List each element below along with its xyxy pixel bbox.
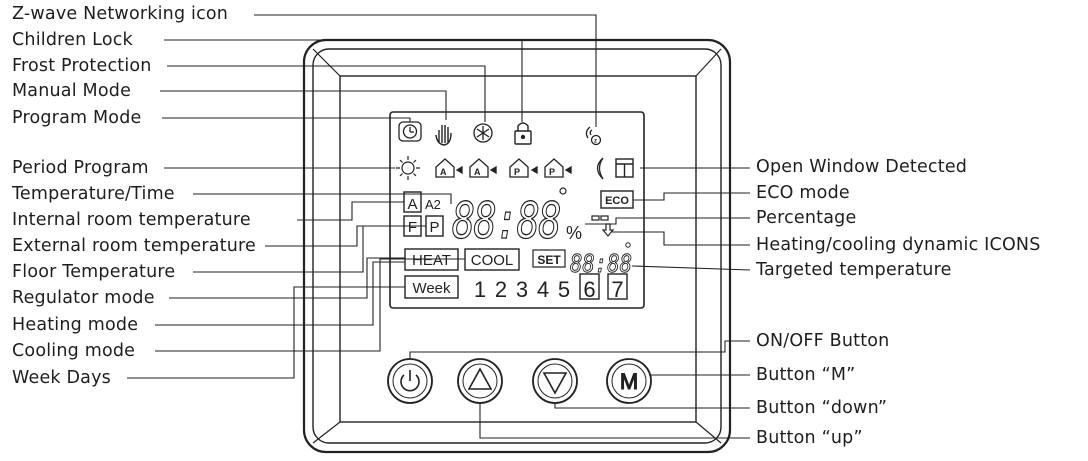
program-mode-icon (398, 121, 422, 142)
label-period-program: Period Program (12, 158, 149, 178)
day-5: 5 (558, 277, 570, 302)
house-letter-3: P (514, 167, 520, 177)
period-program-sun-icon (396, 156, 420, 180)
label-button-m: Button “M” (756, 365, 856, 385)
label-week-days: Week Days (12, 368, 111, 388)
svg-text:z: z (594, 139, 597, 145)
house-letter-1: A (440, 167, 447, 177)
set-text: SET (537, 253, 561, 267)
power-icon (400, 370, 420, 392)
label-children-lock: Children Lock (12, 30, 133, 50)
label-open-window-detected: Open Window Detected (756, 157, 968, 177)
degree-icon (559, 187, 567, 195)
m-button[interactable]: M (606, 358, 652, 404)
heating-cooling-dynamic-icon (591, 215, 615, 237)
label-regulator-mode: Regulator mode (12, 288, 155, 308)
mode-a2-text: A2 (425, 197, 441, 212)
manual-mode-icon (435, 125, 452, 146)
eco-text: ECO (605, 195, 629, 207)
label-button-down: Button “down” (756, 398, 888, 418)
moon-icon (596, 157, 604, 180)
triangle-down-icon (542, 372, 568, 395)
open-window-icon (615, 158, 634, 178)
label-zwave: Z-wave Networking icon (12, 4, 229, 24)
letter-m-icon: M (620, 369, 638, 394)
label-heating-mode: Heating mode (12, 315, 139, 335)
label-manual-mode: Manual Mode (12, 81, 132, 101)
mode-a-box: A (403, 191, 422, 213)
down-button[interactable] (532, 358, 578, 404)
set-degree-icon (625, 242, 631, 248)
day-2: 2 (495, 277, 507, 302)
mode-p-box: P (425, 215, 444, 237)
mode-f-text: F (408, 219, 417, 236)
day-4: 4 (537, 277, 549, 302)
mode-p-text: P (429, 219, 439, 236)
label-temperature-time: Temperature/Time (12, 184, 175, 204)
label-heating-cooling-dynamic-icons: Heating/cooling dynamic ICONS (756, 235, 1041, 255)
eco-badge: ECO (600, 190, 634, 209)
week-text: Week (412, 280, 451, 297)
heat-text: HEAT (412, 252, 451, 269)
power-button[interactable] (387, 358, 433, 404)
set-badge: SET (532, 249, 566, 268)
frost-protection-icon (473, 123, 493, 143)
label-cooling-mode: Cooling mode (12, 341, 136, 361)
day-6: 6 (583, 277, 595, 302)
percent-sign: % (566, 223, 582, 243)
label-targeted-temperature: Targeted temperature (756, 260, 952, 280)
cool-badge: COOL (464, 248, 520, 271)
label-percentage: Percentage (756, 208, 857, 228)
children-lock-icon (514, 122, 532, 145)
house-letter-4: P (549, 167, 555, 177)
label-program-mode: Program Mode (12, 108, 142, 128)
week-badge: Week (404, 275, 459, 299)
label-external-room-temperature: External room temperature (12, 236, 257, 256)
label-button-up: Button “up” (756, 428, 863, 448)
label-floor-temperature: Floor Temperature (12, 262, 176, 282)
week-days: 1 2 3 4 5 6 7 (474, 273, 628, 302)
day-3: 3 (516, 277, 528, 302)
house-letters: A A P P (440, 167, 555, 177)
mode-a-text: A (407, 196, 417, 213)
house-letter-2: A (474, 167, 481, 177)
up-button[interactable] (457, 358, 503, 404)
day-1: 1 (474, 277, 486, 302)
label-internal-room-temperature: Internal room temperature (12, 210, 251, 230)
day-7: 7 (611, 277, 623, 302)
leader-lines (127, 14, 751, 439)
label-frost-protection: Frost Protection (12, 56, 152, 76)
lcd-panel (389, 111, 645, 309)
main-digits: 88:88 (452, 192, 560, 250)
triangle-up-icon (467, 367, 493, 390)
label-on-off-button: ON/OFF Button (756, 331, 890, 351)
period-houses (435, 158, 572, 178)
cool-text: COOL (471, 252, 514, 269)
zwave-icon: z (585, 126, 602, 146)
label-eco-mode: ECO mode (756, 183, 850, 203)
